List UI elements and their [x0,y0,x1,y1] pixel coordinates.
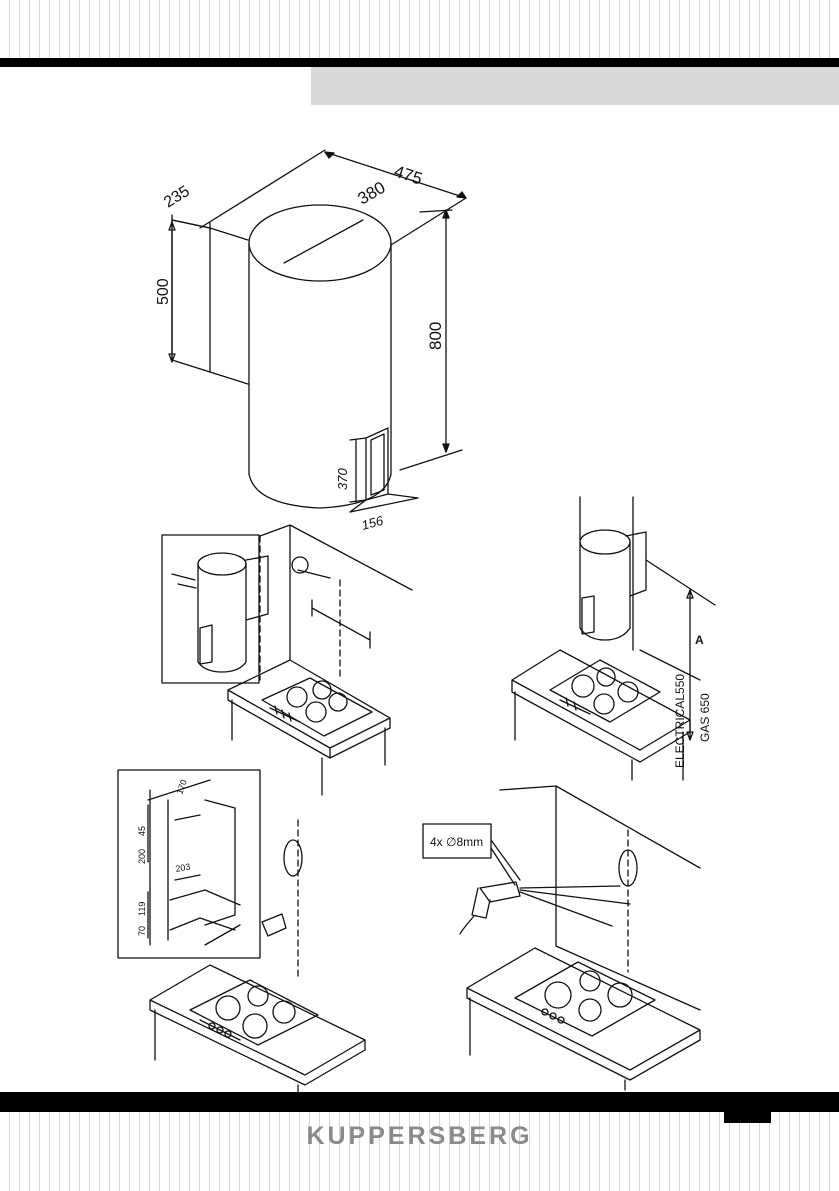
bottom-stripe-pattern [0,1112,839,1191]
bracket-70: 70 [137,926,147,936]
title-band [311,67,839,105]
bracket-170: 170 [174,778,189,796]
inset-bracket [117,769,261,959]
drill-callout: 4x ∅8mm [430,835,483,849]
top-stripe-pattern [0,0,839,58]
bottom-black-bar [0,1092,839,1112]
dim-235: 235 [161,183,193,212]
dim-diameter: 380 [355,178,389,209]
dim-370: 370 [335,468,350,490]
dim-500: 500 [155,278,172,305]
bracket-45: 45 [137,826,147,836]
drill-figure [422,785,701,1091]
label-gas: GAS 650 [698,693,712,742]
inset-alignment [161,534,269,684]
brand-logo-text: KUPPERSBERG [306,1122,533,1150]
install-height-figure [511,496,716,781]
countertop-3 [149,819,366,1096]
dim-800: 800 [426,322,445,350]
top-black-bar [0,58,839,67]
dim-156: 156 [360,513,386,533]
label-electrical: ELECTRICAL550 [673,674,687,768]
page-number-tab [724,1112,771,1123]
dim-475: 475 [392,162,425,189]
wall-corner-1 [259,524,413,681]
hood-dimension-figure [168,149,467,513]
bracket-119: 119 [137,902,147,916]
countertop-1 [227,659,391,796]
label-a: A [695,633,704,647]
bracket-200: 200 [137,849,147,864]
bracket-203: 203 [175,862,192,874]
